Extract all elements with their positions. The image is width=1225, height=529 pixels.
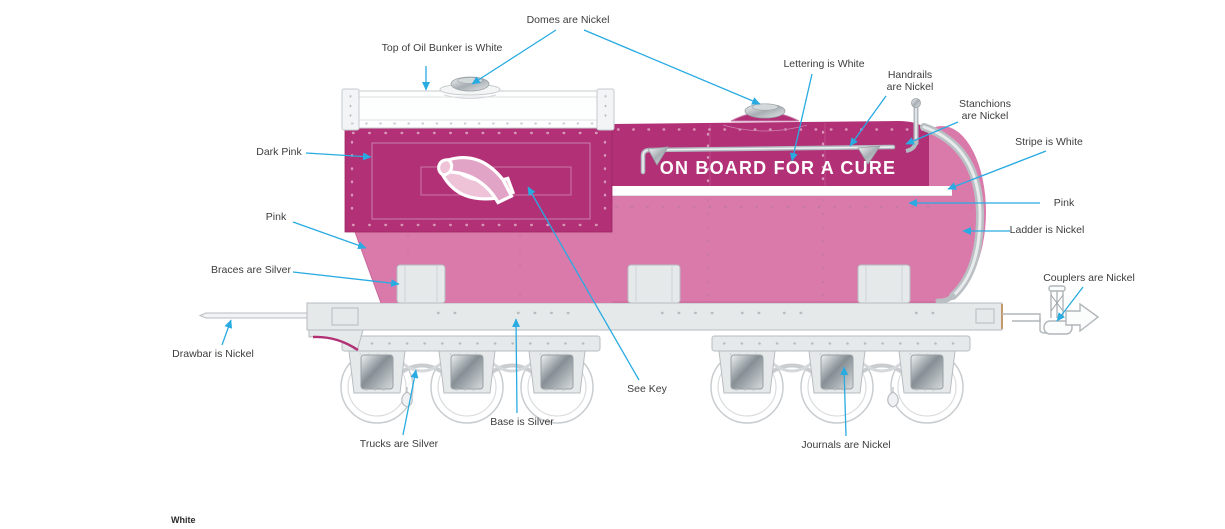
leader-braces: [292, 271, 400, 288]
leader-lettering: [789, 73, 813, 162]
callout-trucks: Trucks are Silver: [359, 438, 439, 450]
end-ladder: [920, 123, 985, 304]
callout-drawbar: Drawbar is Nickel: [172, 348, 254, 360]
leader-handrails: [849, 95, 887, 147]
journal-box: [528, 350, 586, 394]
coupler: [1002, 285, 1100, 335]
callout-pink-left: Pink: [265, 211, 287, 223]
callout-see-key: See Key: [627, 383, 667, 395]
callout-base: Base is Silver: [490, 416, 554, 428]
stanchion-bracket: [647, 146, 669, 166]
leader-stripe: [947, 150, 1047, 190]
leader-pink-left: [292, 221, 367, 250]
tank-lettering: ON BOARD FOR A CURE: [659, 158, 897, 178]
callout-stripe: Stripe is White: [1015, 136, 1083, 148]
leader-base: [512, 318, 521, 414]
journal-box: [348, 350, 406, 394]
truck-rear: [709, 334, 972, 425]
leader-lines: [221, 29, 1084, 437]
callout-ladder: Ladder is Nickel: [1009, 224, 1085, 236]
key-item-white: White: [171, 515, 196, 525]
steam-dome: [722, 103, 808, 132]
leader-stanchions: [905, 121, 959, 145]
leader-drawbar: [221, 319, 233, 346]
callout-lettering: Lettering is White: [783, 58, 865, 70]
white-stripe: [612, 186, 952, 195]
callout-dark-pink: Dark Pink: [256, 146, 302, 158]
base-frame: [306, 302, 1003, 352]
tank-rivets: [614, 123, 942, 297]
bunker-skirt-pink: [355, 232, 612, 303]
callout-domes: Domes are Nickel: [526, 14, 610, 26]
callout-stanchions: Stanchions are Nickel: [959, 98, 1011, 122]
leader-domes-middle: [583, 29, 761, 105]
oil-bunker-top-white: [341, 88, 615, 131]
leader-trucks: [402, 369, 419, 436]
leader-couplers: [1056, 286, 1084, 322]
leader-domes-front: [471, 29, 557, 85]
journal-box: [438, 350, 496, 394]
callout-oil-bunker-top: Top of Oil Bunker is White: [381, 42, 503, 54]
brake-hook: [887, 387, 899, 408]
awareness-ribbon-logo: [437, 155, 516, 205]
handrail: [640, 98, 921, 175]
leader-dark-pink: [305, 152, 372, 161]
stanchion-bracket: [857, 145, 881, 165]
callout-pink-right: Pink: [1053, 197, 1075, 209]
callout-couplers: Couplers are Nickel: [1043, 272, 1135, 284]
truck-front: [340, 335, 601, 424]
callout-braces: Braces are Silver: [211, 264, 291, 276]
callout-handrails: Handrails are Nickel: [886, 69, 934, 93]
callout-journals: Journals are Nickel: [801, 439, 891, 451]
saddle-braces: [396, 264, 911, 304]
leader-see-key: [527, 186, 640, 381]
leader-journals: [840, 366, 849, 437]
